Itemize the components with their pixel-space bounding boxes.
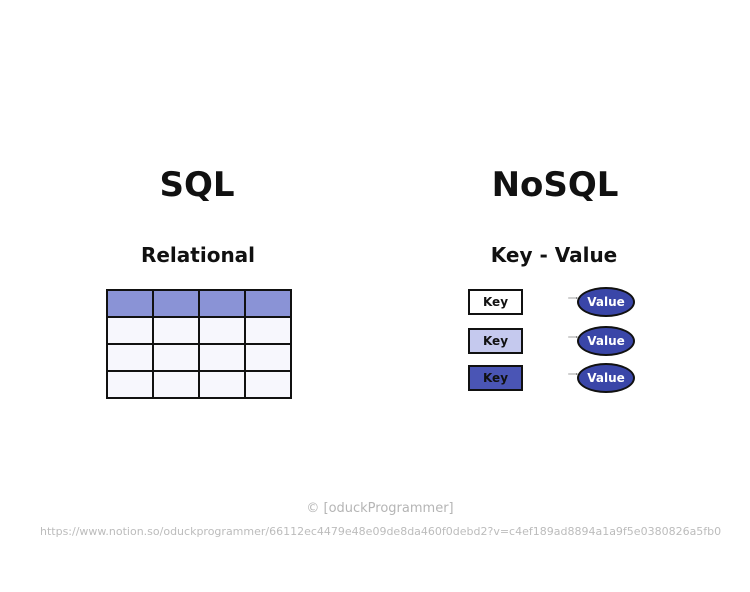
value-ellipse: Value xyxy=(577,326,635,356)
table-row xyxy=(106,370,292,399)
source-url: https://www.notion.so/oduckprogrammer/66… xyxy=(40,525,722,538)
table-row xyxy=(106,343,292,372)
table-cell xyxy=(106,370,154,399)
table-cell xyxy=(244,343,292,372)
table-cell xyxy=(106,343,154,372)
key-value-label: Key - Value xyxy=(490,243,618,267)
key-box: Key xyxy=(468,328,523,354)
key-box: Key xyxy=(468,289,523,315)
sql-heading: SQL xyxy=(159,165,235,205)
key-value-pair: Key Value xyxy=(468,363,638,395)
table-header-cell xyxy=(106,289,154,318)
relational-label: Relational xyxy=(140,243,256,267)
table-cell xyxy=(152,343,200,372)
table-cell xyxy=(152,316,200,345)
table-header-cell xyxy=(198,289,246,318)
table-header-cell xyxy=(152,289,200,318)
nosql-heading: NoSQL xyxy=(491,165,619,205)
table-cell xyxy=(106,316,154,345)
key-box: Key xyxy=(468,365,523,391)
table-header-cell xyxy=(244,289,292,318)
table-cell xyxy=(244,370,292,399)
key-value-pair: Key Value xyxy=(468,287,638,319)
table-row xyxy=(106,316,292,345)
table-cell xyxy=(198,370,246,399)
copyright-text: © [oduckProgrammer] xyxy=(306,501,454,516)
table-cell xyxy=(198,316,246,345)
value-ellipse: Value xyxy=(577,287,635,317)
table-cell xyxy=(152,370,200,399)
table-cell xyxy=(244,316,292,345)
table-cell xyxy=(198,343,246,372)
key-value-pair: Key Value xyxy=(468,326,638,358)
table-header-row xyxy=(106,289,292,318)
relational-table-illustration xyxy=(106,289,292,399)
value-ellipse: Value xyxy=(577,363,635,393)
